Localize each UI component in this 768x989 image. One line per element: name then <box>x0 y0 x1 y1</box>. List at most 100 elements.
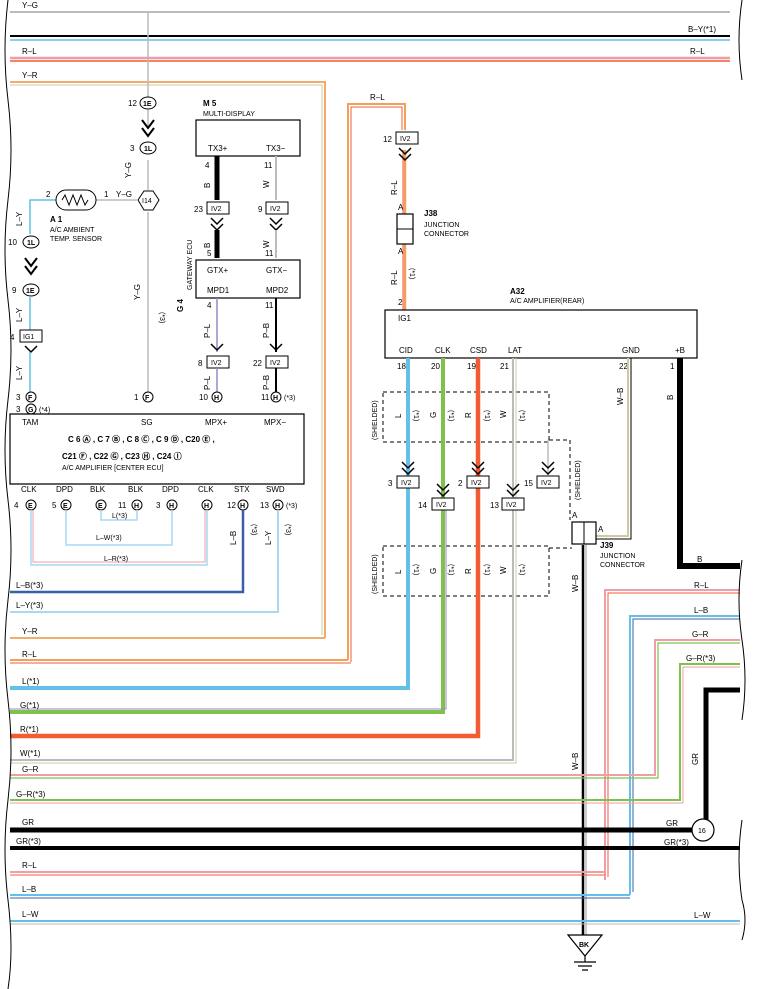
a32-pin2: 2 <box>398 298 403 307</box>
iv2-3-pin: 3 <box>388 479 393 488</box>
center-ecu-pins-bottom: 4 E 5 E E 11 H 3 H H 12 H 13 H (*3) <box>14 499 297 511</box>
connector-1e-b-pin: 9 <box>12 286 17 295</box>
j38-code: J38 <box>424 209 438 218</box>
sw-r-1: R <box>464 412 473 418</box>
lw-w1: W(*1) <box>20 749 41 758</box>
left-wire-labels: L–B(*3) L–Y(*3) Y–R R–L L(*1) G(*1) R(*1… <box>16 581 46 919</box>
g4-name: GATEWAY ECU <box>187 240 194 290</box>
a1-name1: A/C AMBIENT <box>50 227 95 234</box>
pin-g-num: 3 <box>16 405 21 414</box>
lw-l1: L(*1) <box>22 677 40 686</box>
bp-11: 11 <box>118 501 127 510</box>
a32-ig1: IG1 <box>398 314 411 323</box>
wire-label-lr3: L–R(*3) <box>104 556 128 563</box>
sw-g-2: G <box>429 568 438 574</box>
a1-sensor: 2 1 Y–G A 1 A/C AMBIENT TEMP. SENSOR <box>29 189 138 243</box>
center-b-swd: SWD <box>266 485 285 494</box>
ground-symbol: BK <box>566 934 604 971</box>
m5-pin-tx3m: TX3− <box>266 144 286 153</box>
iv2-22-pin: 22 <box>253 359 262 368</box>
center-name: A/C AMPLIFIER [CENTER ECU] <box>62 465 164 472</box>
bp-5: 5 <box>52 501 57 510</box>
bp-e1: E <box>28 503 33 510</box>
connector-1e-top: 1E 12 1L 3 <box>128 96 157 155</box>
wire-label-l3: L(*3) <box>112 513 127 520</box>
wire-label-grn-right: GR <box>666 819 678 828</box>
m5-pin4: 4 <box>205 161 210 170</box>
a32-wire-labels: L (*1) G (*1) R (*1) W (*1) L (*1) G (*1… <box>394 410 525 575</box>
wire-label-lb-vert: L–B <box>229 531 238 545</box>
bp-h4: H <box>240 503 245 510</box>
wire-label-wb-gnd: W–B <box>616 388 625 405</box>
g4-mpd1: MPD1 <box>207 286 230 295</box>
sw-w-2s: (*1) <box>518 564 525 575</box>
connector-1e-b-label: 1E <box>26 288 35 295</box>
g4-box <box>195 259 301 299</box>
wire-label-b-g4: B <box>203 243 212 248</box>
sw-g-1: G <box>429 412 438 418</box>
pin-mpxm-label: H <box>273 395 278 402</box>
sw-w-2: W <box>499 566 508 574</box>
a32-p18: 18 <box>397 362 406 371</box>
bp-note: (*3) <box>286 503 297 510</box>
wire-label-rl-top-right: R–L <box>690 47 705 56</box>
connector-1l-b-label: 1L <box>27 240 36 247</box>
a32-plusb: +B <box>675 346 685 355</box>
shield-box-upper <box>382 391 550 443</box>
bp-e2: E <box>63 503 68 510</box>
center-b-stx: STX <box>234 485 250 494</box>
sw-r-2s: (*1) <box>483 564 490 575</box>
wire-label-ly-vert: L–Y <box>264 530 273 545</box>
iv2-14-pin: 14 <box>418 501 427 510</box>
g4-code: G 4 <box>176 299 185 312</box>
iv2-9-pin: 9 <box>258 205 263 214</box>
iv2-12-pin: 12 <box>383 135 392 144</box>
bp-h1: H <box>134 503 139 510</box>
lw-r1: R(*1) <box>20 725 39 734</box>
lw-yr: Y–R <box>22 627 38 636</box>
sw-g-1s: (*1) <box>447 410 454 421</box>
iv2-14-label: IV2 <box>436 502 447 509</box>
a32-gnd: GND <box>622 346 640 355</box>
a32-p22: 22 <box>619 362 628 371</box>
center-b-blk2: BLK <box>128 485 144 494</box>
shield-box-lower <box>382 545 550 597</box>
iv2-3-label: IV2 <box>401 480 412 487</box>
wire-label-wb-low: W–B <box>571 753 580 770</box>
bp-4: 4 <box>14 501 19 510</box>
center-ecu-pins-top: F 3 G 3 (*4) F 1 H 10 H 11 (*3) <box>16 391 295 415</box>
wire-label-lb-right: L–B <box>694 606 708 615</box>
connector-ig1-label: IG1 <box>23 334 34 341</box>
bp-13: 13 <box>260 501 269 510</box>
pin-mpxp-label: H <box>214 395 219 402</box>
lw-rl2: R–L <box>22 861 37 870</box>
g4-mpd2: MPD2 <box>266 286 289 295</box>
g4-pin11b: 11 <box>265 301 274 310</box>
a32-name: A/C AMPLIFIER(REAR) <box>510 298 584 305</box>
g4-gtxp: GTX+ <box>207 266 228 275</box>
center-conn-line1: C 6 Ⓐ , C 7 Ⓑ , C 8 Ⓒ , C 9 Ⓓ , C20 Ⓔ , <box>68 434 215 444</box>
m5-name: MULTI-DISPLAY <box>203 111 255 118</box>
pin-sg-num: 1 <box>134 393 139 402</box>
wire-label-by1: B–Y(*1) <box>688 25 716 34</box>
wire-label-rl-feed: R–L <box>370 93 385 102</box>
sw-w-1: W <box>499 410 508 418</box>
m5-pin11: 11 <box>264 161 273 170</box>
a32-p21: 21 <box>500 362 509 371</box>
sw-l-2: L <box>394 569 403 574</box>
g4-pin5: 5 <box>207 249 212 258</box>
wire-label-pb: P–B <box>262 323 271 338</box>
wire-label-w-g4: W <box>262 240 271 248</box>
wire-label-pb-2: P–B <box>262 375 271 390</box>
lw-gr3: G–R(*3) <box>16 790 46 799</box>
g4-gtxm: GTX− <box>266 266 287 275</box>
pin-f-num: 3 <box>16 393 21 402</box>
sw-r-2: R <box>464 568 473 574</box>
ground-path <box>581 358 632 935</box>
center-mpxm: MPX− <box>264 418 286 427</box>
connector-1l-b-pin: 10 <box>8 238 17 247</box>
a1-pin1: 1 <box>104 190 109 199</box>
iv2-2-label: IV2 <box>471 480 482 487</box>
junction-16-label: 16 <box>698 828 706 835</box>
